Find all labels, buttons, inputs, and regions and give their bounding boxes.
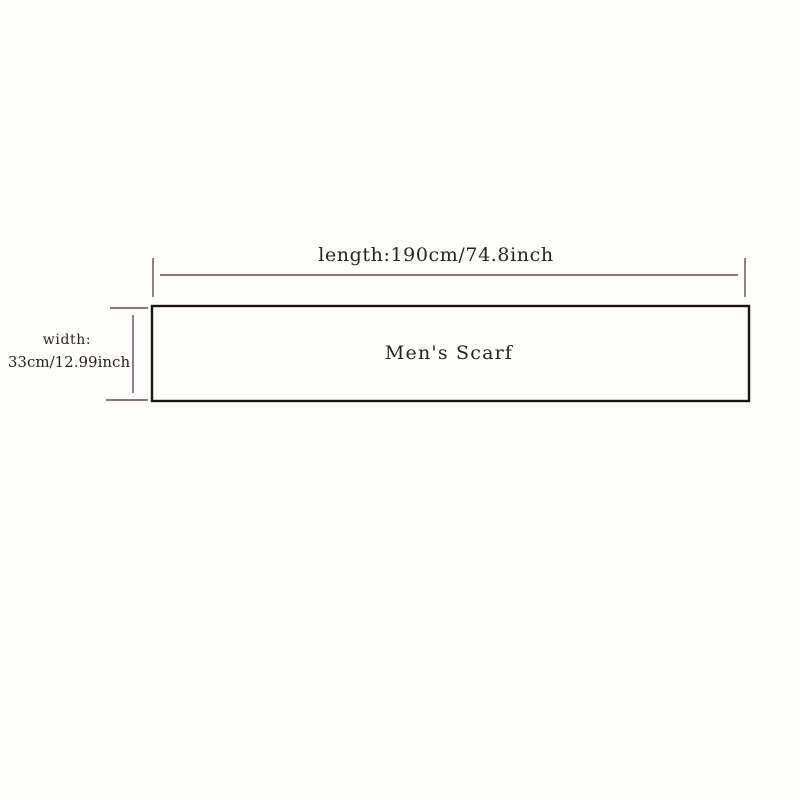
length-label: length:190cm/74.8inch — [318, 244, 553, 266]
width-dimension: width: 33cm/12.99inch — [8, 307, 148, 401]
scarf-outline — [150, 304, 751, 403]
width-label-line2: 33cm/12.99inch — [8, 353, 131, 371]
width-label-line1: width: — [43, 332, 91, 348]
scarf-label: Men's Scarf — [385, 342, 514, 364]
length-dimension: length:190cm/74.8inch — [152, 244, 746, 297]
